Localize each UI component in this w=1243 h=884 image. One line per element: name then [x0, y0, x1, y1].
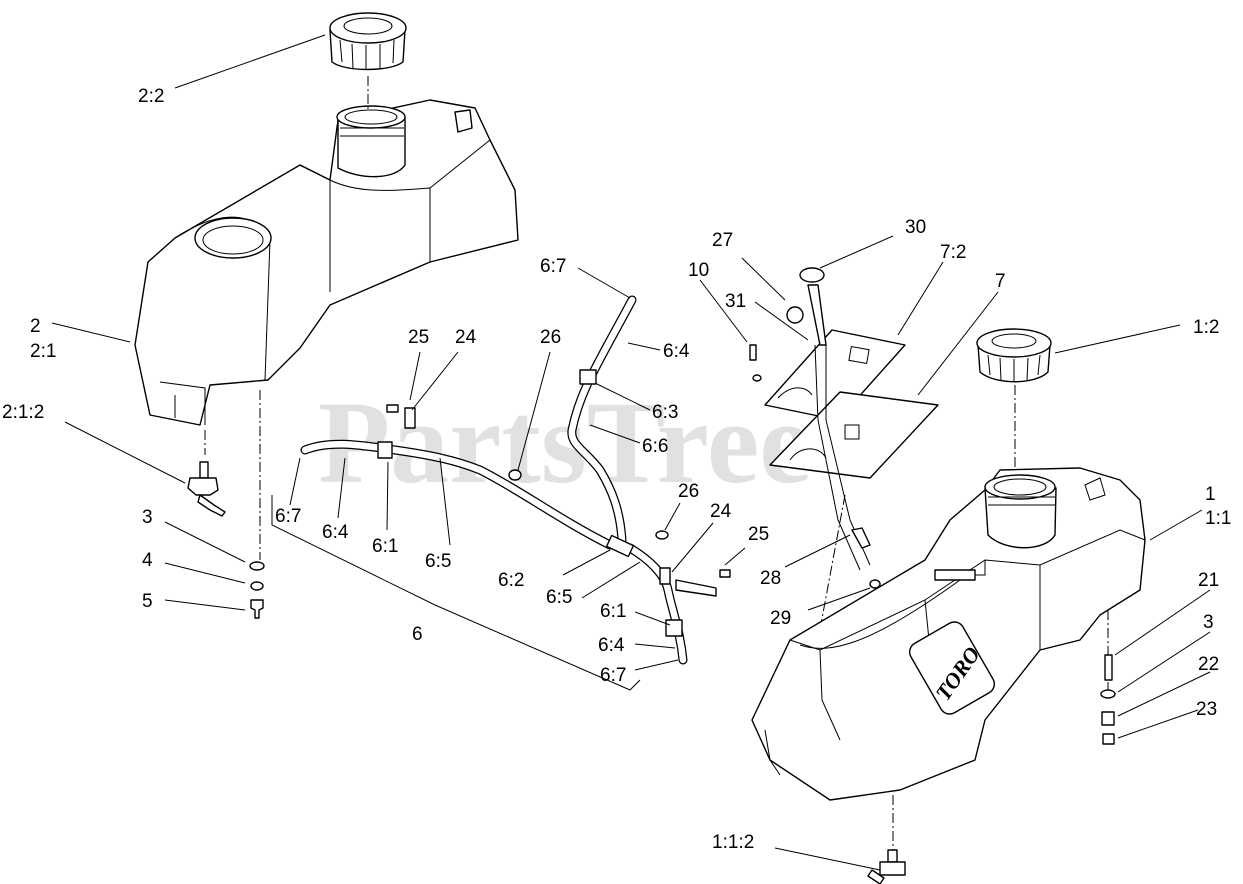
valve-bracket-assembly — [749, 267, 939, 589]
callout-3-right: 3 — [1203, 612, 1214, 633]
right-hardware — [1100, 654, 1116, 745]
callout-27: 27 — [712, 230, 733, 251]
callout-6-7-top: 6:7 — [540, 256, 566, 277]
callout-6-4-top: 6:4 — [663, 341, 690, 362]
callout-24-left: 24 — [455, 327, 477, 348]
right-tank-fitting — [867, 849, 906, 884]
callout-29: 29 — [770, 608, 791, 629]
callout-6-6: 6:6 — [642, 436, 668, 457]
leader-lines — [51, 34, 1211, 871]
callout-6-7-right: 6:7 — [600, 665, 626, 686]
callout-23: 23 — [1196, 699, 1217, 720]
callouts: 2:2 2 2:1 2:1:2 3 4 5 6:7 6:4 6:3 6:6 25… — [2, 86, 1231, 853]
callout-3-left: 3 — [142, 507, 153, 528]
callout-6: 6 — [412, 624, 423, 645]
callout-2-1: 2:1 — [30, 341, 56, 362]
callout-7-2: 7:2 — [940, 242, 966, 263]
watermark: PartsTree — [318, 377, 812, 508]
callout-6-1-right: 6:1 — [600, 601, 626, 622]
left-tank-fitting — [187, 461, 226, 517]
callout-4: 4 — [142, 550, 153, 571]
callout-26-top: 26 — [540, 327, 561, 348]
callout-6-7-left: 6:7 — [275, 506, 301, 527]
callout-2: 2 — [30, 316, 41, 337]
callout-21: 21 — [1198, 570, 1219, 591]
callout-6-1-left: 6:1 — [372, 536, 398, 557]
callout-6-5-left: 6:5 — [425, 551, 451, 572]
callout-25-left: 25 — [408, 327, 429, 348]
callout-7: 7 — [995, 271, 1006, 292]
left-hardware — [249, 561, 265, 619]
callout-6-5-right: 6:5 — [546, 587, 572, 608]
callout-2-2: 2:2 — [138, 86, 164, 107]
callout-25-right: 25 — [748, 524, 769, 545]
callout-1-2: 1:2 — [1193, 317, 1219, 338]
callout-22: 22 — [1198, 654, 1219, 675]
right-fuel-tank: TORO — [751, 467, 1146, 801]
callout-31: 31 — [725, 291, 746, 312]
callout-26-bottom: 26 — [678, 481, 699, 502]
callout-10: 10 — [688, 260, 709, 281]
callout-6-2: 6:2 — [498, 570, 524, 591]
callout-24-right: 24 — [710, 501, 732, 522]
callout-6-3: 6:3 — [652, 402, 678, 423]
left-fuel-tank — [134, 99, 519, 426]
callout-1-1: 1:1 — [1205, 508, 1231, 529]
callout-2-1-2: 2:1:2 — [2, 402, 44, 423]
fuel-hose-assembly — [300, 295, 731, 665]
callout-5: 5 — [142, 591, 153, 612]
callout-6-4-right: 6:4 — [598, 635, 625, 656]
callout-6-4-left: 6:4 — [322, 522, 349, 543]
right-tank-cap — [976, 328, 1052, 383]
left-tank-cap — [329, 12, 407, 71]
callout-1: 1 — [1205, 484, 1216, 505]
callout-28: 28 — [760, 568, 781, 589]
callout-30: 30 — [905, 217, 926, 238]
callout-1-1-2: 1:1:2 — [712, 832, 754, 853]
